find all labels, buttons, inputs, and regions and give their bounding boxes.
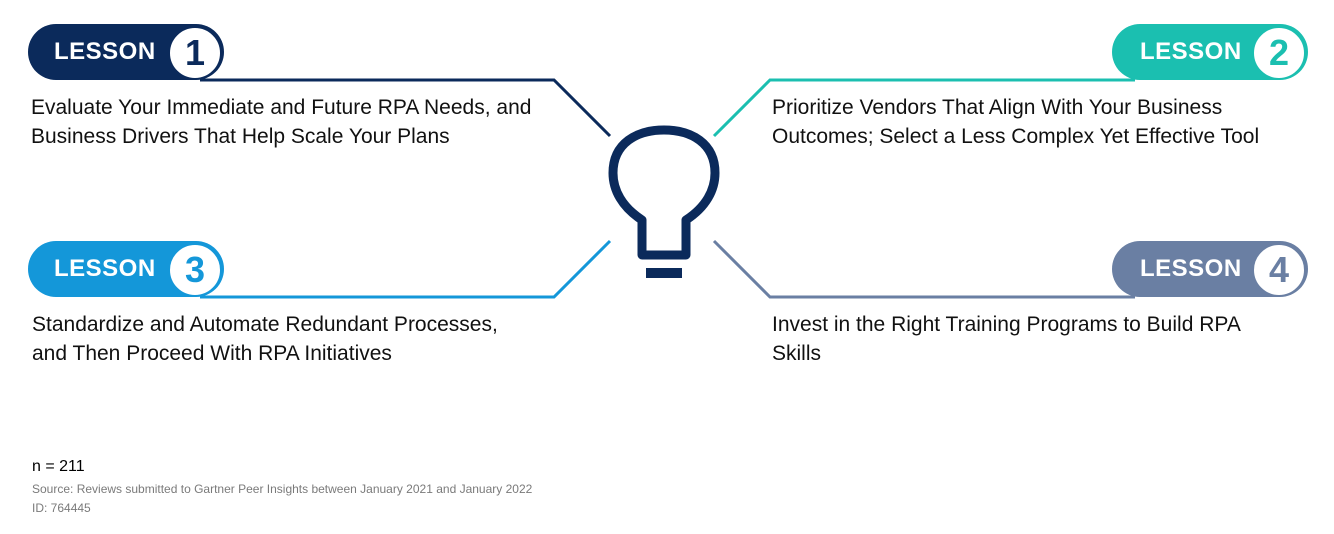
lesson-1-pill: LESSON 1 <box>28 24 224 80</box>
lesson-4-number-badge: 4 <box>1254 245 1304 295</box>
lesson-1-label: LESSON <box>54 38 156 65</box>
lesson-3-number-badge: 3 <box>170 245 220 295</box>
lesson-2-text: Prioritize Vendors That Align With Your … <box>772 96 1260 148</box>
lightbulb-base <box>646 268 682 278</box>
lesson-1-number-badge: 1 <box>170 28 220 78</box>
source-note: Source: Reviews submitted to Gartner Pee… <box>32 482 533 496</box>
lightbulb-bulb <box>608 125 720 260</box>
lesson-4-pill: LESSON 4 <box>1112 241 1308 297</box>
lesson-2-number-badge: 2 <box>1254 28 1304 78</box>
lesson-4-label: LESSON <box>1140 255 1242 282</box>
lesson-2-label: LESSON <box>1140 38 1242 65</box>
lesson-3-pill: LESSON 3 <box>28 241 224 297</box>
lesson-1-text: Evaluate Your Immediate and Future RPA N… <box>31 96 532 148</box>
connector-line-3 <box>200 239 612 299</box>
sample-size: n = 211 <box>32 458 85 475</box>
connector-line-2 <box>712 78 1135 138</box>
connector-line-4 <box>712 239 1135 299</box>
connector-line-1 <box>200 78 612 138</box>
lesson-4-text: Invest in the Right Training Programs to… <box>772 313 1240 365</box>
lesson-3-label: LESSON <box>54 255 156 282</box>
figure-id: ID: 764445 <box>32 501 91 515</box>
lightbulb-icon <box>608 125 720 278</box>
lesson-3-text: Standardize and Automate Redundant Proce… <box>32 313 498 365</box>
lesson-2-pill: LESSON 2 <box>1112 24 1308 80</box>
